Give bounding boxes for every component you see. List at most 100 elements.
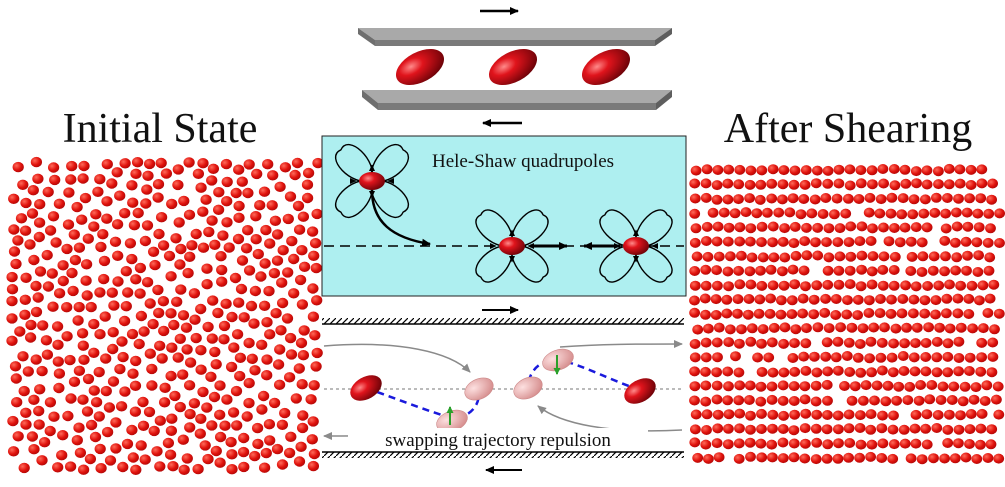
particle-dot [153, 228, 165, 240]
particle-dot [6, 284, 19, 295]
particle-dot [773, 207, 785, 218]
particle-dot [306, 226, 319, 237]
ghost-ellipsoid [513, 376, 543, 400]
particle-dot [765, 264, 777, 275]
particle-dot [48, 411, 60, 422]
particle-dot [844, 367, 856, 377]
particle-dot [308, 448, 321, 460]
particle-dot [85, 419, 98, 431]
particle-dot [6, 271, 18, 283]
particle-dot [766, 337, 778, 348]
particle-dot [942, 424, 954, 435]
particle-dot [756, 408, 767, 419]
particle-dot [700, 280, 712, 291]
particle-dot [174, 401, 186, 413]
particle-dot [141, 277, 154, 288]
particle-dot [699, 293, 711, 304]
particle-dot [94, 174, 106, 185]
particle-dot [129, 380, 142, 391]
particle-dot [923, 322, 934, 333]
particle-dot [36, 365, 48, 377]
particle-dot [30, 280, 42, 292]
particle-dot [137, 396, 149, 408]
particle-dot [240, 243, 253, 254]
particle-dot [905, 266, 917, 276]
particle-dot [756, 165, 768, 176]
particle-dot [725, 324, 736, 335]
particle-dot [700, 192, 712, 203]
particle-dot [915, 380, 926, 390]
particle-dot [165, 425, 178, 436]
particle-dot [101, 196, 113, 207]
particle-dot [195, 303, 207, 315]
particle-dot [832, 453, 844, 464]
particle-dot [47, 301, 59, 312]
particle-dot [853, 194, 865, 204]
particle-dot [93, 411, 105, 422]
particle-dot [855, 439, 867, 450]
particle-dot [822, 366, 834, 377]
particle-dot [854, 339, 866, 349]
particle-dot [152, 192, 164, 203]
particle-dot [757, 324, 769, 335]
particle-dot [899, 222, 911, 233]
particle-dot [931, 192, 942, 203]
particle-dot [812, 250, 824, 261]
particle-dot [898, 424, 910, 435]
particle-dot [177, 310, 190, 321]
particle-dot [130, 355, 142, 367]
particle-dot [795, 209, 807, 220]
particle-dot [846, 395, 858, 406]
particle-dot [34, 266, 47, 277]
particle-dot [147, 318, 159, 330]
particle-dot [120, 301, 132, 312]
particle-dot [875, 352, 887, 363]
particle-dot [712, 352, 723, 363]
particle-dot [875, 194, 887, 205]
particle-dot [689, 366, 700, 377]
particle-dot [296, 379, 308, 390]
particle-dot [53, 368, 66, 379]
particle-dot [107, 327, 119, 338]
particle-dot [270, 308, 282, 319]
particle-dot [233, 212, 245, 223]
particle-dot [264, 238, 276, 249]
particle-dot [700, 309, 711, 320]
particle-dot [700, 380, 712, 391]
particle-dot [939, 266, 950, 277]
particle-dot [163, 250, 176, 262]
particle-dot [285, 349, 298, 360]
quadrupole [475, 209, 549, 283]
particle-dot [73, 365, 86, 376]
particle-dot [756, 221, 768, 232]
particle-dot [263, 419, 276, 430]
particle-dot [66, 267, 78, 279]
particle-dot [184, 422, 196, 433]
particle-dot [117, 351, 129, 363]
particle-dot [944, 323, 956, 334]
particle-dot [301, 179, 314, 190]
particle-dot [233, 200, 245, 212]
particle-dot [88, 385, 100, 396]
particle-dot [73, 422, 85, 433]
particle-dot [788, 381, 800, 392]
particle-dot [941, 308, 952, 319]
particle-dot [26, 208, 39, 219]
particle-dot [910, 166, 922, 177]
particle-dot [312, 157, 324, 169]
particle-dot [90, 209, 102, 220]
particle-dot [116, 336, 128, 347]
particle-dot [80, 259, 93, 270]
particle-dot [910, 222, 922, 233]
particle-dot [975, 439, 986, 450]
particle-dot [863, 207, 875, 218]
after-shearing-particles [689, 163, 1005, 465]
particle-dot [733, 265, 744, 276]
swap-label-background [348, 428, 648, 450]
particle-dot [729, 208, 741, 219]
particle-dot [153, 307, 165, 319]
particle-dot [902, 395, 914, 406]
particle-dot [733, 367, 745, 378]
particle-dot [180, 322, 193, 333]
particle-dot [98, 273, 110, 285]
